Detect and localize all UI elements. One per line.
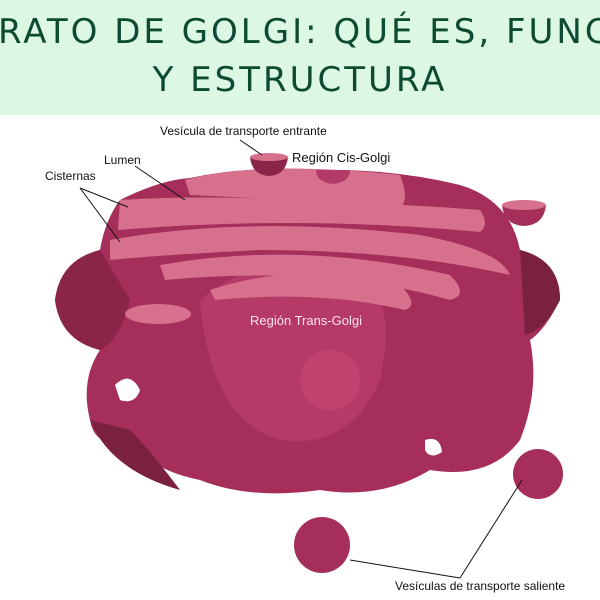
outgoing-vesicle — [294, 517, 350, 573]
vesicles — [125, 153, 563, 573]
label-outgoing-vesicles: Vesículas de transporte saliente — [395, 579, 565, 593]
label-cisternae: Cisternas — [45, 169, 96, 183]
label-trans-golgi: Región Trans-Golgi — [250, 313, 362, 328]
cisternae — [110, 168, 510, 310]
label-cis-golgi: Región Cis-Golgi — [292, 150, 390, 165]
label-lumen: Lumen — [104, 153, 141, 167]
page-title-line2: Y ESTRUCTURA — [152, 60, 448, 100]
leader-lines — [79, 139, 523, 579]
golgi-diagram: Vesícula de transporte entrante Región C… — [45, 124, 565, 593]
page-title-line1: RATO DE GOLGI: QUÉ ES, FUNCI — [0, 12, 600, 52]
label-incoming-vesicle: Vesícula de transporte entrante — [160, 124, 327, 138]
title-banner: RATO DE GOLGI: QUÉ ES, FUNCI Y ESTRUCTUR… — [0, 0, 600, 115]
outgoing-vesicle — [513, 449, 563, 499]
